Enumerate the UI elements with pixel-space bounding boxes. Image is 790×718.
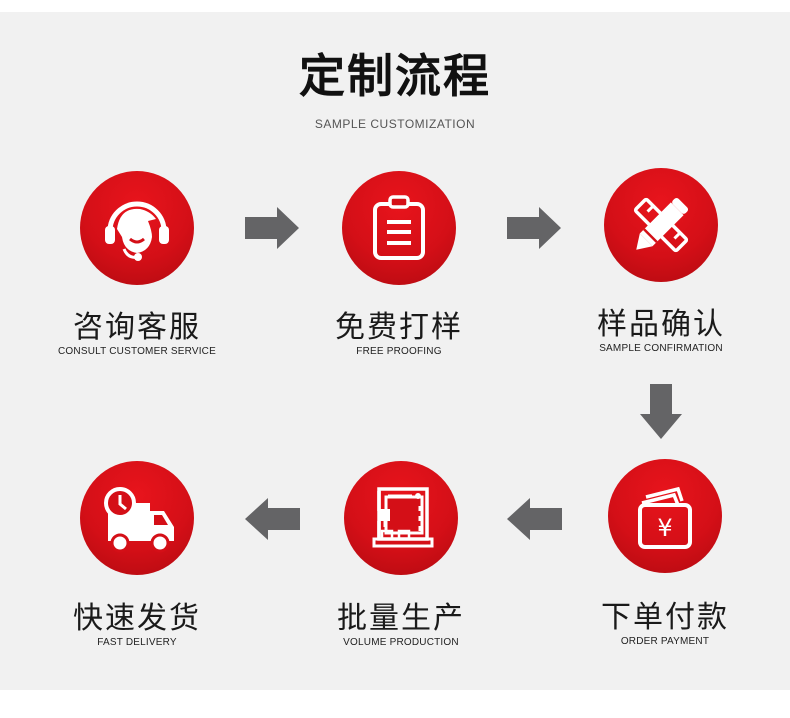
step-delivery-icon-circle [80,461,194,575]
step-consult-subtitle: CONSULT CUSTOMER SERVICE [58,346,216,357]
step-payment-subtitle: ORDER PAYMENT [620,636,710,647]
headset-agent-icon [105,201,169,261]
step-consult-title: 咨询客服 [73,310,201,345]
pencil-ruler-icon [633,197,689,253]
background-panel [0,12,790,690]
arrow-right-icon [245,207,299,249]
step-confirmation-subtitle: SAMPLE CONFIRMATION [599,343,723,354]
step-delivery-subtitle: FAST DELIVERY [97,637,177,648]
machine-icon [372,487,434,548]
page-title: 定制流程 [299,49,491,103]
delivery-truck-icon [104,487,174,553]
arrow-down-icon [640,384,682,439]
step-consult-icon-circle [80,171,194,285]
clipboard-icon [373,195,425,260]
step-payment-icon-circle: ¥ [608,459,722,573]
step-production-title: 批量生产 [337,601,465,636]
step-confirmation-icon-circle [604,168,718,282]
step-production-subtitle: VOLUME PRODUCTION [343,637,459,648]
arrow-left-icon [507,498,562,540]
step-production-icon-circle [344,461,458,575]
svg-text:¥: ¥ [657,514,672,542]
step-confirmation-title: 样品确认 [597,307,725,342]
step-payment-title: 下单付款 [601,600,729,635]
step-proofing-icon-circle [342,171,456,285]
wallet-yuan-icon: ¥ [638,486,692,549]
step-proofing-title: 免费打样 [335,310,463,345]
arrow-right-icon [507,207,561,249]
arrow-left-icon [245,498,300,540]
step-delivery-title: 快速发货 [73,601,201,636]
page-subtitle: SAMPLE CUSTOMIZATION [314,117,476,131]
step-proofing-subtitle: FREE PROOFING [356,346,442,357]
